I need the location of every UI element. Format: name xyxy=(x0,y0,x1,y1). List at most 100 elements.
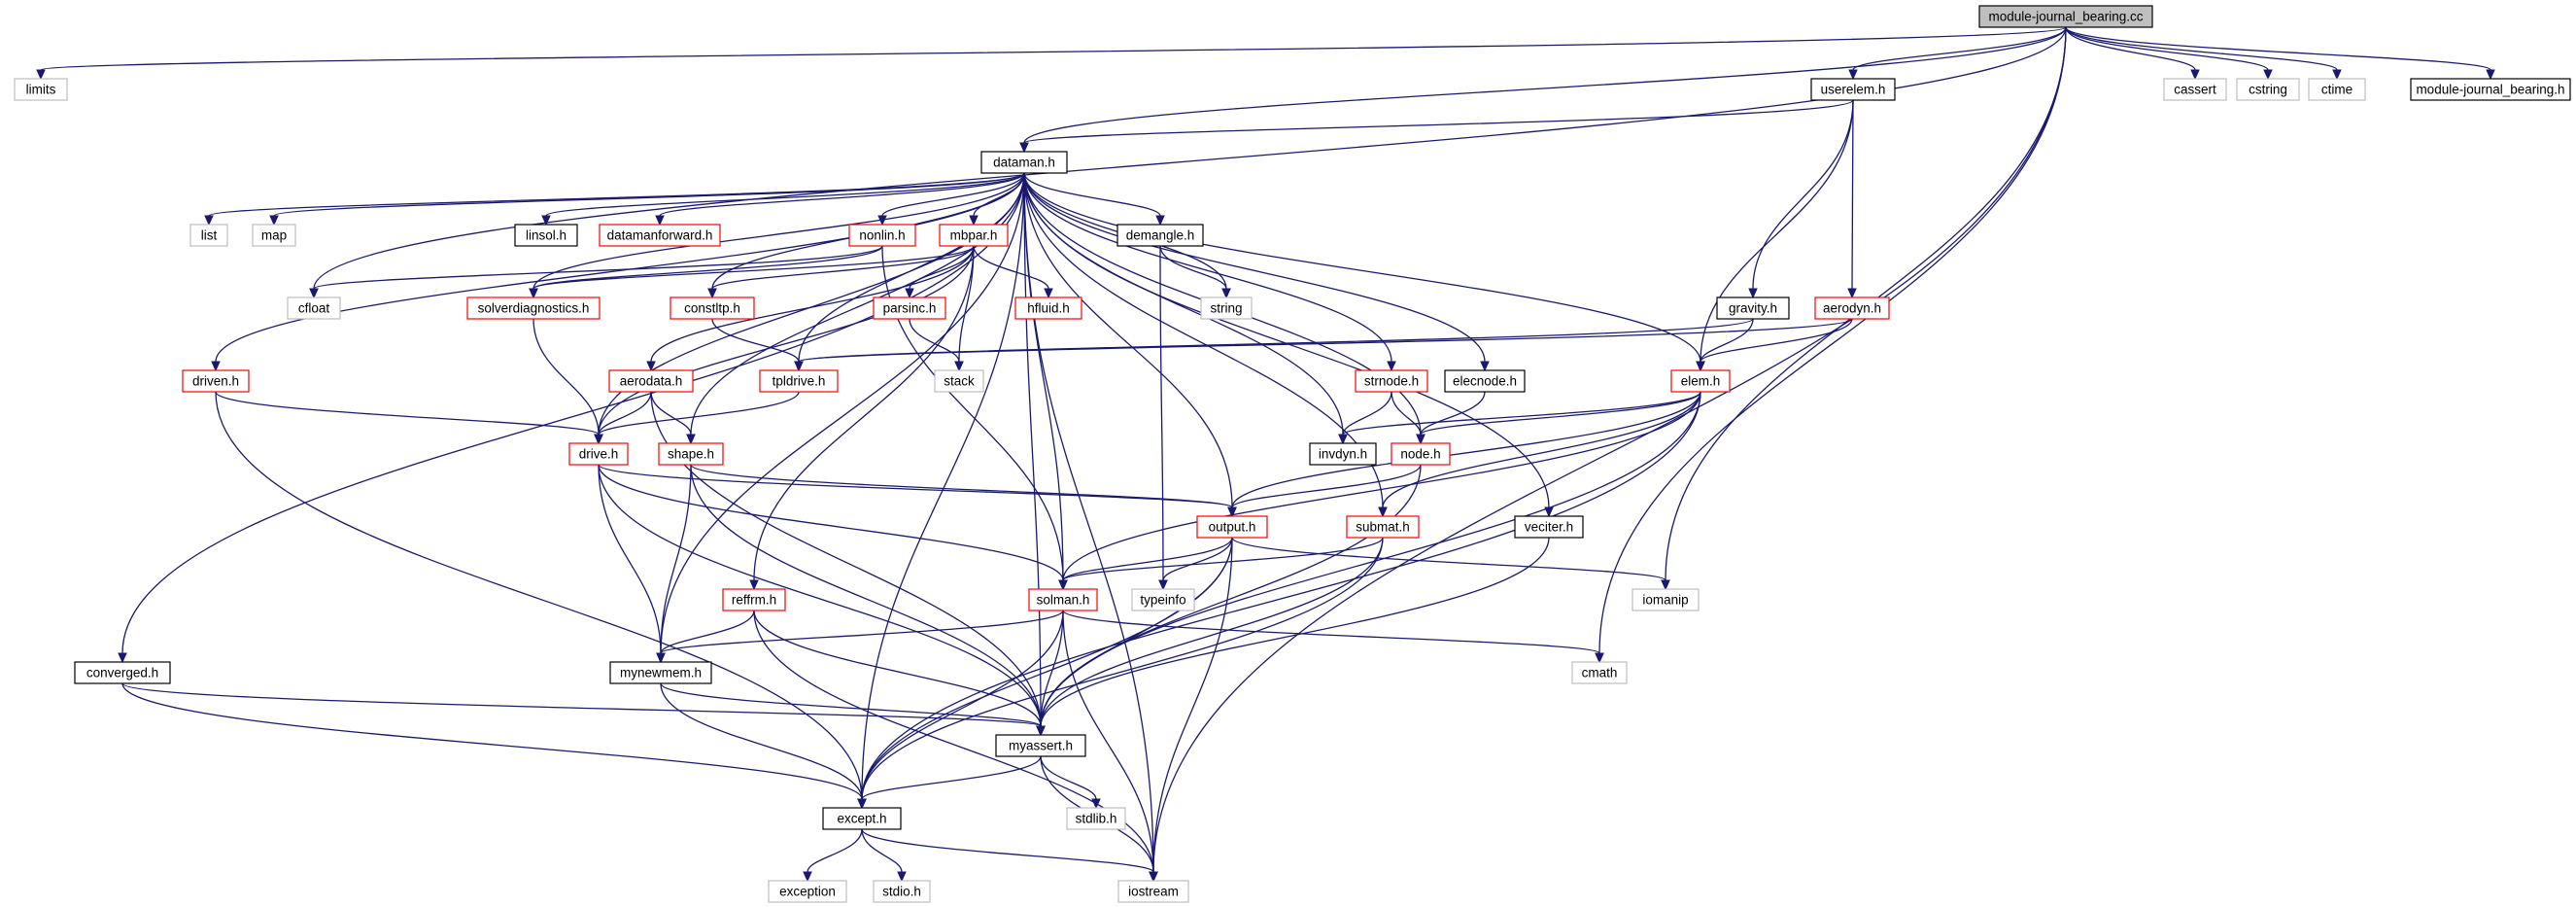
node-list: list xyxy=(189,224,228,247)
node-reffrm-h[interactable]: reffrm.h xyxy=(722,588,786,611)
node-veciter-h[interactable]: veciter.h xyxy=(1514,515,1584,539)
node-label: aerodyn.h xyxy=(1823,301,1881,316)
node-solverdiagnostics-h[interactable]: solverdiagnostics.h xyxy=(466,297,601,320)
node-label: except.h xyxy=(837,812,886,826)
edge-line xyxy=(650,245,975,363)
node-label: output.h xyxy=(1209,520,1256,535)
node-output-h[interactable]: output.h xyxy=(1196,515,1268,539)
edge-except-h-to-iostream xyxy=(861,828,1158,883)
edge-arrowhead xyxy=(803,871,812,883)
node-constltp-h[interactable]: constltp.h xyxy=(670,297,755,320)
node-box xyxy=(514,224,578,247)
node-myassert-h[interactable]: myassert.h xyxy=(995,734,1086,757)
node-aerodyn-h[interactable]: aerodyn.h xyxy=(1814,297,1890,320)
node-elecnode-h[interactable]: elecnode.h xyxy=(1444,369,1526,393)
edge-line xyxy=(532,245,975,290)
edge-arrowhead xyxy=(1155,215,1165,227)
node-parsinc-h[interactable]: parsinc.h xyxy=(873,297,946,320)
edge-line xyxy=(1023,172,1486,363)
node-label: reffrm.h xyxy=(732,593,776,608)
edge-demangle-h-to-string xyxy=(1159,245,1231,299)
edge-arrowhead xyxy=(1091,798,1101,810)
edge-arrowhead xyxy=(1378,506,1388,518)
edge-line xyxy=(598,464,1064,581)
node-box xyxy=(1309,442,1377,466)
node-stdlib-h: stdlib.h xyxy=(1066,807,1126,830)
node-limits: limits xyxy=(14,78,68,101)
edge-line xyxy=(545,172,1025,217)
edge-userelem-h-to-dataman-h xyxy=(1019,99,1854,154)
edge-mbpar-h-to-solverdiagnostics-h xyxy=(529,245,975,299)
edge-line xyxy=(861,755,1042,800)
edge-arrowhead xyxy=(1387,361,1396,372)
edge-dataman-h-to-datamanforward-h xyxy=(655,172,1025,227)
node-drive-h[interactable]: drive.h xyxy=(568,442,629,466)
edge-arrowhead xyxy=(269,215,279,227)
node-except-h[interactable]: except.h xyxy=(822,807,902,830)
node-label: veciter.h xyxy=(1525,520,1573,535)
edge-output-h-to-typeinfo xyxy=(1158,537,1233,591)
edge-arrowhead xyxy=(655,215,665,227)
edge-arrowhead xyxy=(1696,361,1705,372)
node-aerodata-h[interactable]: aerodata.h xyxy=(608,369,694,393)
edge-line xyxy=(711,245,975,290)
node-nonlin-h[interactable]: nonlin.h xyxy=(848,224,916,247)
edge-mbpar-h-to-constltp-h xyxy=(707,245,975,299)
node-strnode-h[interactable]: strnode.h xyxy=(1355,369,1428,393)
edge-arrowhead xyxy=(1058,579,1068,591)
node-label: stdlib.h xyxy=(1076,812,1117,826)
node-solman-h[interactable]: solman.h xyxy=(1028,588,1098,611)
node-node-h[interactable]: node.h xyxy=(1391,442,1451,466)
node-driven-h[interactable]: driven.h xyxy=(182,369,250,393)
node-mynewmem-h[interactable]: mynewmem.h xyxy=(609,661,712,684)
node-hfluid-h[interactable]: hfluid.h xyxy=(1014,297,1082,320)
edge-line xyxy=(532,318,600,436)
node-cmath: cmath xyxy=(1571,661,1628,684)
node-converged-h[interactable]: converged.h xyxy=(74,661,171,684)
edge-line xyxy=(1062,610,1600,654)
edge-arrowhead xyxy=(794,361,804,372)
node-box xyxy=(1131,588,1195,611)
node-demangle-h[interactable]: demangle.h xyxy=(1116,224,1204,247)
node-box xyxy=(1810,78,1896,101)
edge-line xyxy=(690,464,1042,727)
node-module-journal-bearing-h[interactable]: module-journal_bearing.h xyxy=(2410,78,2571,101)
node-gravity-h[interactable]: gravity.h xyxy=(1716,297,1790,320)
node-invdyn-h[interactable]: invdyn.h xyxy=(1309,442,1377,466)
node-userelem-h[interactable]: userelem.h xyxy=(1810,78,1896,101)
edge-dataman-h-to-mbpar-h xyxy=(969,172,1025,227)
edge-line xyxy=(2065,26,2491,71)
edge-line xyxy=(711,318,800,363)
node-label: mbpar.h xyxy=(950,228,998,243)
node-map: map xyxy=(252,224,296,247)
node-tpldrive-h[interactable]: tpldrive.h xyxy=(759,369,839,393)
edge-line xyxy=(1152,26,2067,873)
node-linsol-h[interactable]: linsol.h xyxy=(514,224,578,247)
node-mbpar-h[interactable]: mbpar.h xyxy=(939,224,1009,247)
edge-line xyxy=(660,682,1042,727)
edge-line xyxy=(660,682,863,800)
node-dataman-h[interactable]: dataman.h xyxy=(980,151,1068,174)
node-box xyxy=(599,224,721,247)
node-shape-h[interactable]: shape.h xyxy=(658,442,724,466)
edge-line xyxy=(1342,391,1392,436)
edge-line xyxy=(690,172,1025,436)
edge-arrowhead xyxy=(1158,579,1168,591)
edge-dataman-h-to-driven-h xyxy=(211,172,1025,372)
node-cassert: cassert xyxy=(2163,78,2227,101)
node-module-journal-bearing-cc[interactable]: module-journal_bearing.cc xyxy=(1978,5,2153,28)
node-box xyxy=(1196,515,1268,539)
edge-line xyxy=(1851,99,1854,290)
edge-solman-h-to-mynewmem-h xyxy=(656,610,1064,664)
node-label: exception xyxy=(779,885,836,899)
node-elem-h[interactable]: elem.h xyxy=(1670,369,1731,393)
edge-line xyxy=(1420,391,1701,436)
edge-except-h-to-stdio-h xyxy=(861,828,907,883)
edge-line xyxy=(909,318,960,363)
node-datamanforward-h[interactable]: datamanforward.h xyxy=(599,224,721,247)
node-box xyxy=(1814,297,1890,320)
edge-line xyxy=(1023,172,1392,363)
node-label: converged.h xyxy=(86,666,158,680)
node-submat-h[interactable]: submat.h xyxy=(1346,515,1420,539)
